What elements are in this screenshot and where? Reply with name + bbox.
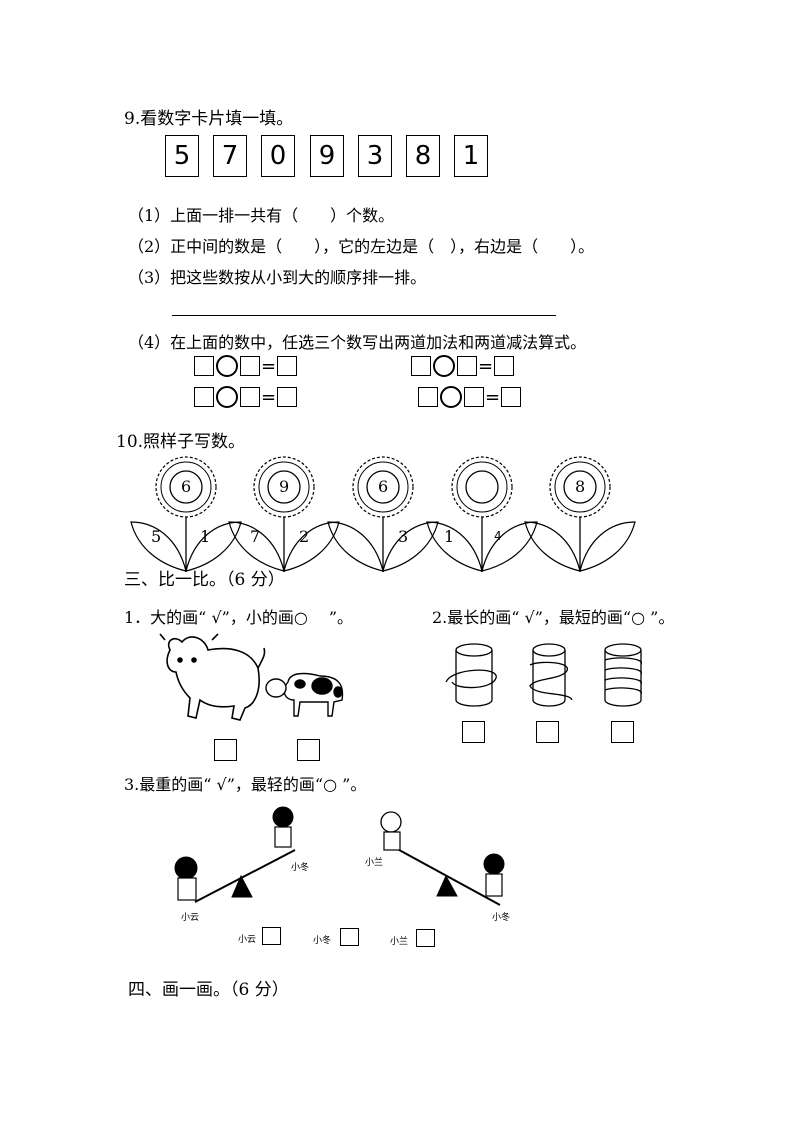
answer-box[interactable] <box>462 721 485 743</box>
answer-line[interactable] <box>172 315 556 316</box>
flower-center-number: 9 <box>279 477 290 496</box>
section3-q1: 1．大的画“ √”，小的画○ ”。 <box>124 608 354 627</box>
number-card: 9 <box>310 135 344 177</box>
q9-part1: （1）上面一排一共有（ ）个数。 <box>128 206 395 225</box>
sunflower <box>524 456 636 573</box>
answer-box[interactable] <box>297 739 320 761</box>
equation-row[interactable]: = <box>194 386 298 408</box>
equation-row[interactable]: = <box>411 355 515 377</box>
answer-box[interactable] <box>416 929 435 947</box>
sunflower <box>228 456 340 573</box>
equals-sign: = <box>485 386 501 408</box>
kid-label: 小云 <box>181 913 200 923</box>
leaf-number: 1 <box>444 527 455 546</box>
kid-label: 小兰 <box>390 937 409 947</box>
seesaw-left <box>174 806 296 903</box>
sunflower <box>426 456 538 573</box>
sunflower <box>130 456 242 573</box>
seesaw-right <box>380 811 505 906</box>
big-cow-illustration <box>159 633 266 721</box>
q9-part3: （3）把这些数按从小到大的顺序排一排。 <box>128 268 427 287</box>
number-card: 0 <box>261 135 295 177</box>
section3-q3: 3.最重的画“ √”，最轻的画“○ ”。 <box>124 775 367 794</box>
rope-cylinder <box>604 643 642 707</box>
leaf-number: 1 <box>200 527 211 546</box>
rope-cylinder <box>445 643 497 707</box>
q10-title: 10.照样子写数。 <box>116 432 246 452</box>
kid-label: 小云 <box>238 935 257 945</box>
leaf-number: 3 <box>398 527 409 546</box>
answer-box[interactable] <box>611 721 634 743</box>
leaf-number: 5 <box>151 527 162 546</box>
answer-box[interactable] <box>536 721 559 743</box>
flower-center-number: 6 <box>378 477 389 496</box>
section3-heading: 三、比一比。（6 分） <box>124 570 285 590</box>
leaf-number: 2 <box>299 527 310 546</box>
answer-box[interactable] <box>214 739 237 761</box>
equals-sign: = <box>478 355 494 377</box>
equation-row[interactable]: = <box>194 355 298 377</box>
q9-part2: （2）正中间的数是（ ），它的左边是（ ），右边是（ ）。 <box>128 237 595 256</box>
equals-sign: = <box>261 355 277 377</box>
kid-label: 小冬 <box>313 936 332 946</box>
rope-cylinder <box>529 643 573 707</box>
number-card: 1 <box>454 135 488 177</box>
section4-heading: 四、画一画。（6 分） <box>128 980 289 1000</box>
equals-sign: = <box>261 386 277 408</box>
sunflower <box>327 456 439 573</box>
number-card: 3 <box>358 135 392 177</box>
number-card: 5 <box>165 135 199 177</box>
kid-label: 小冬 <box>492 913 511 923</box>
number-card: 8 <box>406 135 440 177</box>
answer-box[interactable] <box>340 928 359 946</box>
section3-q2: 2.最长的画“ √”，最短的画“○ ”。 <box>432 608 675 627</box>
q9-title: 9.看数字卡片填一填。 <box>124 109 294 129</box>
flower-center-number: 8 <box>575 477 586 496</box>
equation-row[interactable]: = <box>418 386 522 408</box>
number-card: 7 <box>213 135 247 177</box>
leaf-number: 4 <box>494 529 502 543</box>
q9-part4: （4）在上面的数中，任选三个数写出两道加法和两道减法算式。 <box>128 333 587 352</box>
small-cow-illustration <box>265 672 344 717</box>
answer-box[interactable] <box>262 927 281 945</box>
kid-label: 小兰 <box>365 858 384 868</box>
kid-label: 小冬 <box>291 863 310 873</box>
flower-center-number: 6 <box>181 477 192 496</box>
leaf-number: 7 <box>250 527 261 546</box>
